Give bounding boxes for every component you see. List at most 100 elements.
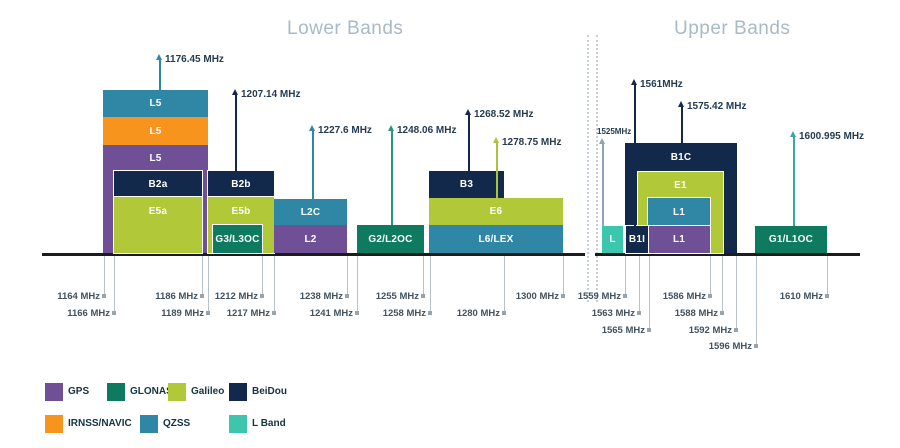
leader-dot-icon	[502, 311, 506, 315]
leader-dot-icon	[647, 328, 651, 332]
marker-arrow-icon	[232, 89, 239, 95]
marker-arrow-icon	[790, 131, 797, 137]
qzss-color-swatch-icon	[140, 415, 158, 433]
marker-frequency-label: 1176.45 MHz	[165, 54, 224, 65]
marker-frequency-label: 1575.42 MHz	[687, 101, 747, 112]
band-label: L2	[304, 233, 317, 245]
band-label: E1	[674, 179, 687, 191]
band-l2: L2	[274, 225, 347, 253]
leader-dot-icon	[825, 294, 829, 298]
leader-line	[430, 256, 431, 314]
leader-line	[649, 256, 650, 331]
leader-line	[504, 256, 505, 314]
axis-frequency-label: 1212 MHz	[214, 291, 258, 302]
section-separator-line	[596, 35, 598, 302]
axis-frequency-label: 1596 MHz	[708, 341, 752, 352]
band-label: G1/L1OC	[768, 234, 814, 245]
marker-line	[634, 85, 636, 226]
leader-dot-icon	[428, 311, 432, 315]
band-label: E6	[489, 206, 503, 217]
gps-color-swatch-icon	[45, 383, 63, 401]
band-l6-lex: L6/LEX	[429, 225, 563, 253]
band-l1: L1	[648, 226, 710, 253]
axis-frequency-label: 1586 MHz	[662, 291, 706, 302]
leader-dot-icon	[200, 294, 204, 298]
marker-line	[468, 115, 470, 171]
legend-label: L Band	[252, 418, 286, 429]
marker-frequency-label: 1278.75 MHz	[502, 137, 562, 148]
leader-dot-icon	[637, 311, 641, 315]
axis-frequency-label: 1186 MHz	[155, 291, 198, 302]
band-l5: L5	[103, 117, 208, 145]
leader-dot-icon	[272, 311, 276, 315]
band-label: L2C	[300, 206, 321, 218]
marker-line	[235, 95, 237, 171]
band-label: L5	[149, 98, 162, 109]
band-label: G2/L2OC	[368, 233, 413, 245]
band-l5: L5	[103, 90, 208, 117]
band-b1i: B1I	[626, 226, 648, 253]
marker-line	[159, 60, 161, 90]
leader-dot-icon	[345, 294, 349, 298]
marker-frequency-label: 1207.14 MHz	[241, 89, 301, 100]
band-label: L	[609, 234, 616, 245]
marker-frequency-label: 1561MHz	[640, 79, 683, 90]
legend-label: GPS	[68, 386, 90, 397]
axis-frequency-label: 1592 MHz	[688, 325, 732, 336]
legend-label: BeiDou	[252, 386, 287, 397]
band-label: L1	[672, 206, 686, 218]
band-e6: E6	[429, 198, 563, 225]
marker-frequency-label: 1227.6 MHz	[318, 125, 372, 136]
marker-arrow-icon	[465, 109, 472, 115]
leader-line	[208, 256, 209, 314]
band-label: B2b	[231, 178, 251, 190]
marker-arrow-icon	[631, 79, 638, 85]
band-label: L6/LEX	[478, 233, 514, 245]
leader-line	[756, 256, 757, 347]
legend-label: GLONASS	[130, 386, 180, 397]
band-l: L	[602, 226, 623, 253]
leader-line	[625, 256, 626, 297]
beidou-color-swatch-icon	[229, 383, 247, 401]
leader-dot-icon	[561, 294, 565, 298]
band-label: B2a	[148, 178, 168, 190]
marker-line	[312, 131, 314, 199]
lower-bands-title: Lower Bands	[287, 18, 404, 39]
axis-frequency-label: 1565 MHz	[601, 325, 645, 336]
marker-frequency-label: 1268.52 MHz	[474, 109, 534, 120]
leader-dot-icon	[421, 294, 425, 298]
band-label: L5	[149, 152, 162, 164]
axis-frequency-label: 1241 MHz	[309, 308, 353, 319]
legend-label: QZSS	[163, 418, 191, 429]
galileo-color-swatch-icon	[168, 383, 186, 401]
leader-line	[722, 256, 723, 314]
legend-label: Galileo	[191, 386, 225, 397]
band-label: E5b	[231, 205, 251, 217]
marker-arrow-icon	[493, 137, 500, 143]
leader-dot-icon	[720, 311, 724, 315]
marker-arrow-icon	[678, 101, 685, 107]
frequency-baseline	[42, 253, 585, 256]
band-b3: B3	[429, 171, 504, 198]
leader-dot-icon	[708, 294, 712, 298]
leader-line	[274, 256, 275, 314]
leader-line	[736, 256, 737, 331]
leader-line	[357, 256, 358, 314]
axis-frequency-label: 1255 MHz	[375, 291, 419, 302]
section-separator-line	[587, 35, 589, 302]
leader-line	[104, 256, 105, 297]
marker-arrow-icon	[388, 125, 395, 131]
leader-line	[827, 256, 828, 297]
leader-line	[563, 256, 564, 297]
leader-line	[423, 256, 424, 297]
axis-frequency-label: 1563 MHz	[591, 308, 635, 319]
leader-dot-icon	[260, 294, 264, 298]
band-b2a: B2a	[114, 171, 202, 197]
leader-line	[262, 256, 263, 297]
axis-frequency-label: 1559 MHz	[577, 291, 621, 302]
irnss-color-swatch-icon	[45, 415, 63, 433]
marker-frequency-label: 1525MHz	[597, 127, 632, 136]
band-label: B1C	[670, 152, 692, 163]
band-label: E5a	[148, 205, 168, 217]
